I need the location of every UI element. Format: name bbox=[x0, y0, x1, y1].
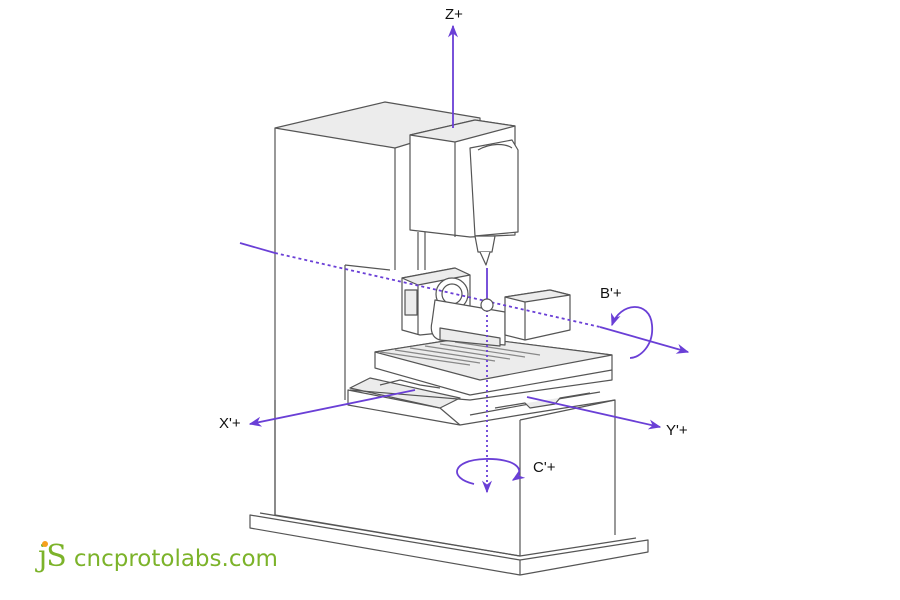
b-axis-line-left bbox=[239, 242, 276, 254]
c-axis-label: C'+ bbox=[533, 459, 556, 476]
b-axis-arrow bbox=[599, 326, 690, 354]
trunnion-cradle bbox=[430, 299, 506, 347]
watermark-logo: jS cncprotolabs.com bbox=[38, 540, 278, 574]
logo-mark-icon: jS bbox=[38, 540, 67, 574]
trunnion-table bbox=[349, 336, 613, 401]
watermark-text: cncprotolabs.com bbox=[73, 546, 278, 572]
spindle-head bbox=[409, 119, 519, 270]
b-axis-label: B'+ bbox=[600, 285, 622, 302]
y-rails bbox=[459, 391, 616, 426]
x-axis-label: X'+ bbox=[219, 415, 241, 432]
c-rotation-arc bbox=[456, 458, 526, 485]
y-axis-label: Y'+ bbox=[666, 422, 688, 439]
logo-dot bbox=[42, 541, 48, 547]
trunnion-right-support bbox=[504, 289, 571, 341]
b-rotation-arc bbox=[610, 306, 653, 359]
z-axis-label: Z+ bbox=[445, 6, 463, 23]
b-axis-line-dotted bbox=[274, 252, 601, 328]
axis-lines bbox=[239, 24, 690, 494]
y-axis-arrow bbox=[526, 396, 662, 430]
workpiece-origin bbox=[480, 298, 494, 312]
x-axis-arrow bbox=[248, 389, 416, 427]
